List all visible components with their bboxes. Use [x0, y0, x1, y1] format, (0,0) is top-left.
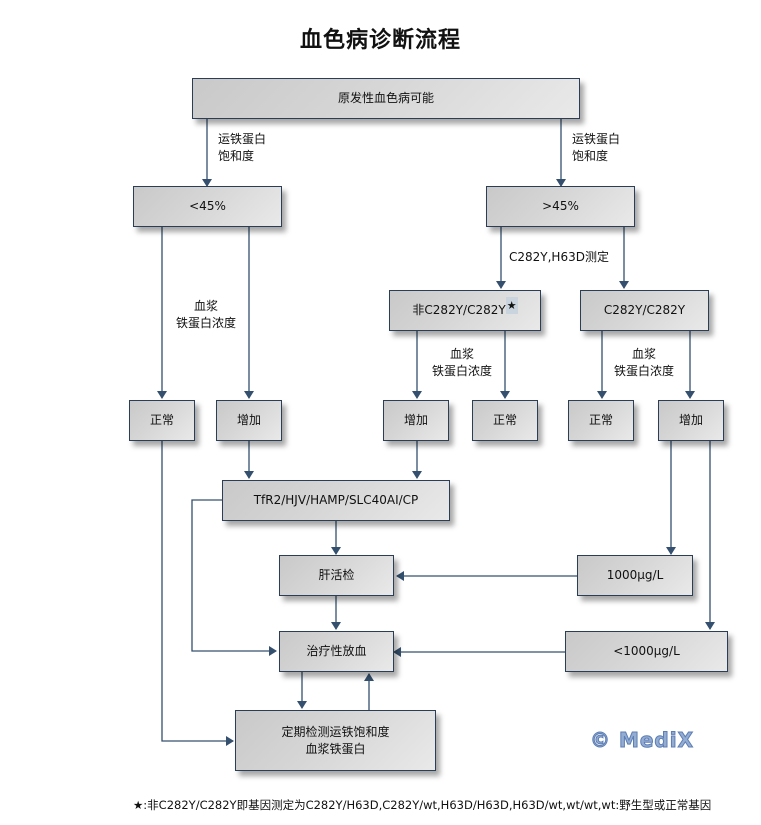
node-label-line1: 定期检测运铁饱和度 [281, 724, 390, 739]
edge-label-ferritin-b: 血浆 铁蛋白浓度 [431, 347, 492, 378]
node-c282y-homozygous[interactable]: C282Y/C282Y [580, 290, 709, 331]
edge-label-tsat-right: 运铁蛋白 饱和度 [572, 132, 621, 163]
node-non-c282y-normal[interactable]: 正常 [472, 400, 538, 441]
node-liver-biopsy[interactable]: 肝活检 [279, 555, 394, 596]
edge-genes-phlebotomy [191, 499, 277, 656]
node-label: 增加 [403, 413, 428, 427]
node-label: <45% [189, 199, 226, 213]
node-label: 原发性血色病可能 [337, 91, 434, 105]
node-lt45-normal[interactable]: 正常 [129, 400, 195, 441]
footnote: ★:非C282Y/C282Y即基因测定为C282Y/H63D,C282Y/wt,… [133, 798, 712, 812]
node-therapeutic-phlebotomy[interactable]: 治疗性放血 [279, 631, 394, 672]
node-c282y-normal[interactable]: 正常 [568, 400, 634, 441]
node-label: 增加 [678, 413, 703, 427]
node-ferritin-below-1000[interactable]: <1000μg/L [565, 631, 728, 672]
node-label: C282Y/C282Y [603, 303, 686, 317]
node-label: 增加 [236, 413, 261, 427]
node-label: 1000μg/L [606, 568, 664, 582]
edge-label-ferritin-c: 血浆 铁蛋白浓度 [613, 347, 674, 378]
edge-normal-monitor [161, 440, 234, 746]
node-non-c282y-increase[interactable]: 增加 [383, 400, 449, 441]
node-label: >45% [542, 199, 579, 213]
node-label-line2: 血浆铁蛋白 [305, 741, 366, 756]
edge-label-tsat-left: 运铁蛋白 饱和度 [218, 132, 267, 163]
node-label: 肝活检 [318, 568, 355, 582]
node-primary-hemochromatosis[interactable]: 原发性血色病可能 [192, 78, 580, 119]
node-label: 正常 [588, 413, 613, 427]
node-label: 非C282Y/C282Y [412, 303, 506, 317]
diagram-title: 血色病诊断流程 [299, 27, 461, 53]
node-ferritin-1000[interactable]: 1000μg/L [577, 555, 693, 596]
node-lt45-increase[interactable]: 增加 [216, 400, 282, 441]
node-c282y-increase[interactable]: 增加 [658, 400, 724, 441]
node-tsat-below-45[interactable]: <45% [133, 186, 282, 227]
node-tsat-above-45[interactable]: >45% [486, 186, 635, 227]
node-periodic-monitoring[interactable]: 定期检测运铁饱和度 血浆铁蛋白 [235, 710, 436, 771]
node-label: TfR2/HJV/HAMP/SLC40AI/CP [253, 493, 419, 507]
node-label: 治疗性放血 [306, 644, 367, 658]
edge-label-ferritin-a: 血浆 铁蛋白浓度 [175, 299, 236, 330]
node-label: 正常 [492, 413, 517, 427]
node-non-c282y-homozygous[interactable]: 非C282Y/C282Y★ [389, 290, 541, 331]
node-gene-panel[interactable]: TfR2/HJV/HAMP/SLC40AI/CP [222, 480, 450, 521]
edge-label-genotype-test: C282Y,H63D测定 [509, 250, 609, 264]
medix-logo: © MediX [589, 728, 695, 753]
node-label: 正常 [149, 413, 174, 427]
star-icon: ★ [505, 297, 518, 314]
node-label: <1000μg/L [613, 644, 680, 658]
